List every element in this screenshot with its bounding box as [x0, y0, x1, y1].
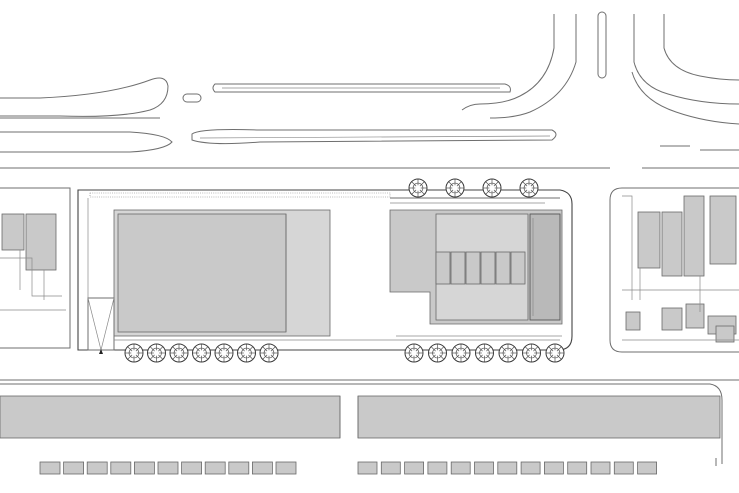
- tree-icon: [169, 343, 189, 363]
- east-building: [683, 195, 705, 277]
- row-block: [133, 461, 155, 475]
- east-block-outline: [609, 187, 739, 353]
- row-block: [380, 461, 401, 475]
- main-site: [77, 189, 573, 354]
- tree-icon: [428, 343, 447, 363]
- bay: [450, 251, 466, 285]
- south-road: [0, 379, 739, 466]
- row-block: [567, 461, 588, 475]
- south-building-west: [0, 395, 341, 439]
- row-block: [204, 461, 226, 475]
- west-pavilion-field: [117, 213, 287, 333]
- west-block-outline: [0, 187, 71, 349]
- row-block: [39, 461, 61, 475]
- lower-central-island: [191, 129, 557, 145]
- entrance-ramp-lines: [87, 297, 115, 351]
- east-building: [685, 303, 705, 329]
- row-block: [157, 461, 179, 475]
- small-island: [182, 93, 202, 103]
- row-block: [474, 461, 494, 475]
- tree-icon: [545, 343, 565, 363]
- tree-icon: [147, 343, 166, 363]
- west-traffic-island: [0, 77, 169, 117]
- curve-road-c: [633, 14, 739, 105]
- row-block: [181, 461, 203, 475]
- tree-icon: [475, 343, 494, 363]
- east-building: [709, 195, 737, 265]
- row-block: [544, 461, 564, 475]
- north-tree-row: [408, 178, 539, 198]
- road-curve-link: [461, 103, 481, 111]
- curve-road-b: [489, 14, 577, 119]
- row-block: [228, 461, 250, 475]
- west-building: [1, 213, 25, 251]
- lower-west-island: [0, 131, 173, 153]
- south-row-blocks-west: [39, 461, 297, 475]
- row-block: [427, 461, 448, 475]
- entrance-arrow-icon: [99, 349, 103, 354]
- tree-icon: [259, 343, 279, 363]
- tree-icon: [451, 343, 471, 363]
- north-road-median: [212, 83, 511, 93]
- west-neighbour-block: [0, 187, 71, 349]
- tree-icon: [522, 343, 541, 363]
- north-edge-hatch: [89, 192, 391, 198]
- tree-icon: [124, 343, 144, 363]
- east-building: [715, 325, 735, 343]
- east-plot-line: [622, 195, 739, 341]
- south-tree-row-west: [124, 343, 279, 363]
- curve-road-e: [631, 71, 739, 125]
- row-block: [613, 461, 634, 475]
- row-block: [86, 461, 108, 475]
- row-block: [450, 461, 471, 475]
- tree-icon: [237, 343, 256, 363]
- row-block: [110, 461, 132, 475]
- curve-road-d: [663, 14, 739, 81]
- east-neighbour-block: [609, 187, 739, 353]
- tree-icon: [214, 343, 234, 363]
- south-road-edge-curve: [0, 383, 723, 464]
- bay: [495, 251, 511, 285]
- tree-icon: [519, 178, 539, 198]
- bay: [480, 251, 496, 285]
- row-block: [497, 461, 518, 475]
- east-building: [661, 307, 683, 331]
- row-block: [637, 461, 657, 475]
- median-post: [597, 11, 607, 79]
- east-building: [625, 311, 641, 331]
- west-building: [25, 213, 57, 271]
- row-block: [275, 461, 297, 475]
- row-block: [590, 461, 611, 475]
- tree-icon: [445, 178, 465, 198]
- entrance-ramp: [87, 297, 115, 351]
- west-plot-line: [0, 250, 66, 311]
- east-tower: [529, 213, 561, 321]
- upper-road-network: [0, 11, 739, 169]
- south-row-blocks-east: [357, 461, 657, 475]
- lower-road-lane: [199, 135, 551, 139]
- tree-icon: [408, 178, 428, 198]
- row-block: [520, 461, 541, 475]
- row-block: [251, 461, 273, 475]
- south-tree-row-east: [404, 343, 565, 363]
- tree-icon: [404, 343, 424, 363]
- bay: [435, 251, 451, 285]
- row-block: [357, 461, 378, 475]
- bay: [465, 251, 481, 285]
- east-bays: [435, 251, 526, 285]
- curve-road-a: [479, 14, 555, 105]
- row-block: [404, 461, 425, 475]
- east-building: [661, 211, 683, 277]
- tree-icon: [482, 178, 502, 198]
- east-building: [637, 211, 661, 269]
- south-building-east: [357, 395, 721, 439]
- tree-icon: [192, 343, 211, 363]
- bay: [510, 251, 526, 285]
- tree-icon: [498, 343, 518, 363]
- row-block: [63, 461, 84, 475]
